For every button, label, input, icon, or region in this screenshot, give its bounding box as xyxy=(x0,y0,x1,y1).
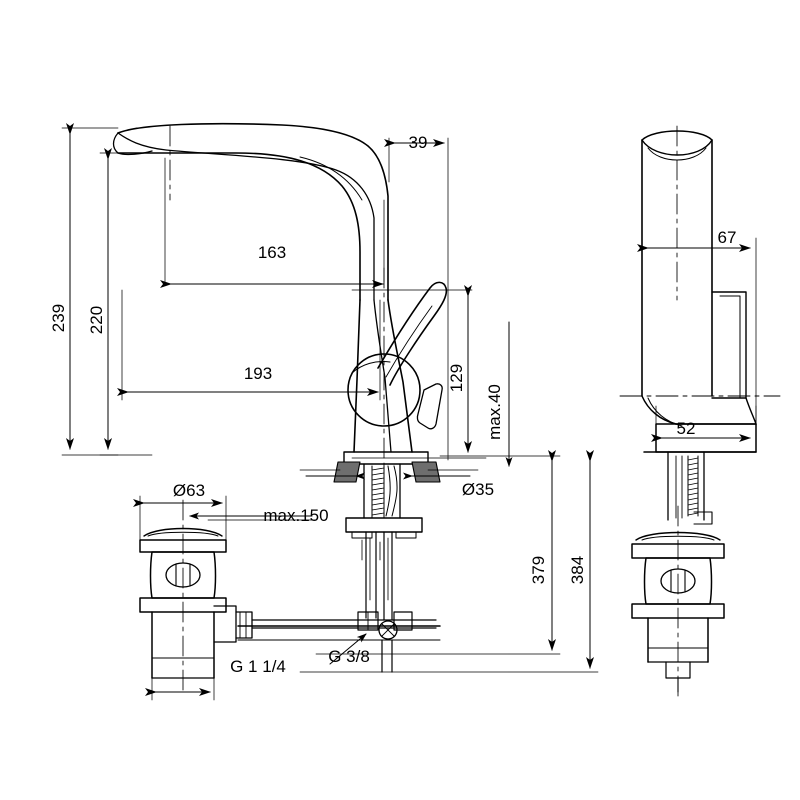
dim-drain-rod-length-max: max.150 xyxy=(263,506,328,525)
centerlines xyxy=(169,125,679,701)
dimension-labels: 239 220 163 193 39 129 max.40 67 52 Ø63 … xyxy=(49,133,736,676)
drain-assembly-side-view xyxy=(631,531,725,693)
dim-spout-tip-offset: 39 xyxy=(409,133,428,152)
faucet-front-elevation xyxy=(112,122,448,465)
dim-overall-height: 239 xyxy=(49,304,68,332)
dim-handle-height: 129 xyxy=(447,364,466,392)
dim-base-hole-diameter: Ø35 xyxy=(462,480,494,499)
dim-side-depth: 67 xyxy=(718,228,737,247)
extension-lines xyxy=(61,127,757,701)
dim-spout-reach-lower: 193 xyxy=(244,364,272,383)
dim-drain-cap-diameter: Ø63 xyxy=(173,481,205,500)
drain-assembly-front-view xyxy=(139,527,437,679)
dim-supply-length-short: 379 xyxy=(529,556,548,584)
dim-deck-thickness-max: max.40 xyxy=(485,384,504,440)
mounting-stem-side xyxy=(667,451,713,525)
base-gasket-shading xyxy=(333,461,441,483)
geometry-layer xyxy=(61,122,781,701)
dimension-lines xyxy=(66,123,751,696)
dim-drain-thread: G 1 1/4 xyxy=(230,657,286,676)
dim-spout-height: 220 xyxy=(87,306,106,334)
dim-supply-length-long: 384 xyxy=(568,556,587,584)
dim-supply-thread: G 3/8 xyxy=(328,647,370,666)
mounting-stem-front xyxy=(237,463,441,673)
dim-base-depth: 52 xyxy=(677,419,696,438)
dim-spout-reach-upper: 163 xyxy=(258,243,286,262)
